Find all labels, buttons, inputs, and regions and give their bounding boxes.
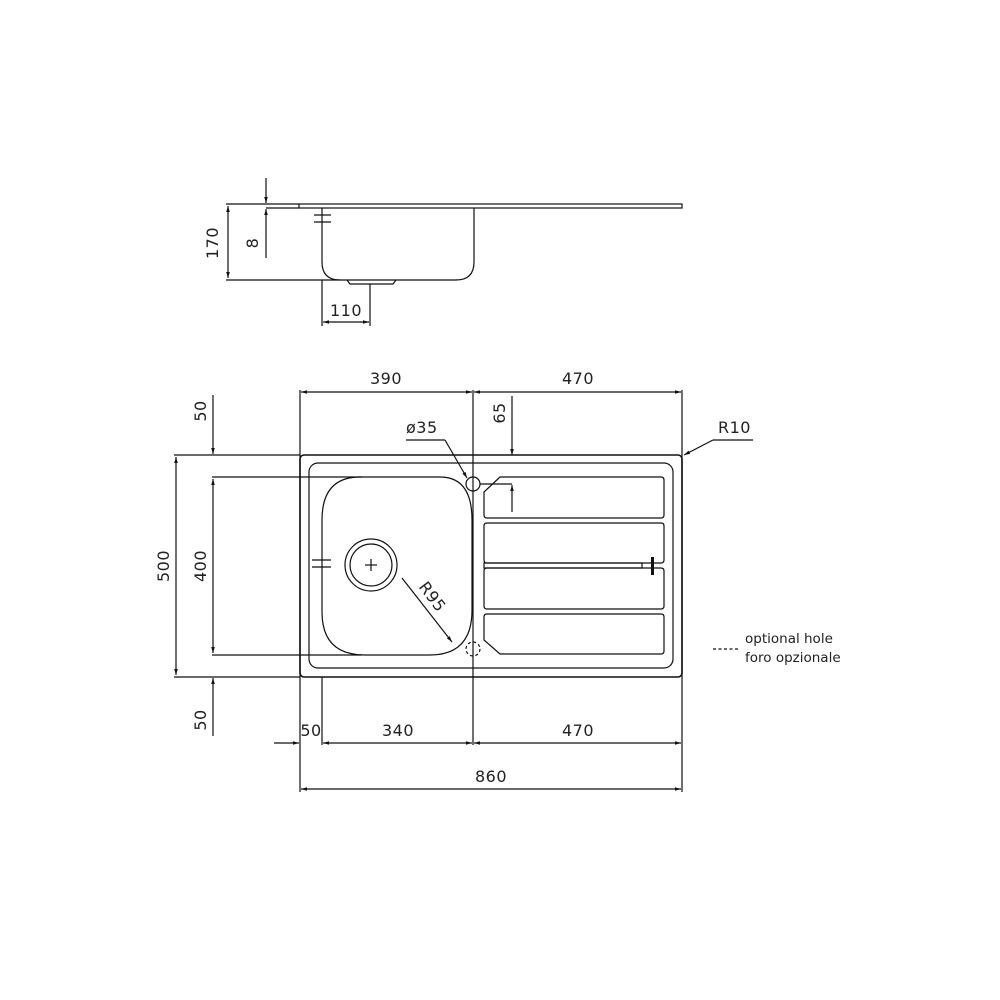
dim-top-left: 390 [370, 369, 402, 388]
drainer-rib-1 [483, 476, 665, 519]
dim-top-margin: 50 [191, 400, 210, 421]
dim-drain-width: 110 [330, 301, 362, 320]
drainer-rib-2 [483, 522, 665, 564]
dim-corner-radius: R10 [718, 418, 751, 437]
legend-en: optional hole [745, 631, 833, 647]
dim-bowl-depth: 400 [191, 550, 210, 582]
dim-tap-hole-diameter: ø35 [406, 418, 438, 437]
dim-rim-thickness: 8 [243, 238, 262, 249]
top-view: 390 470 ø35 65 R10 R95 500 400 50 50 [154, 369, 753, 792]
dim-drainer-width: 470 [562, 721, 594, 740]
drain-outlet [346, 279, 397, 285]
bowl-profile [321, 208, 475, 281]
dim-top-right: 470 [562, 369, 594, 388]
dim-tap-hole-offset: 65 [490, 402, 509, 423]
drain-outer [344, 538, 398, 592]
center-slot [483, 562, 643, 569]
dim-left-margin: 50 [300, 721, 321, 740]
drainer-rib-4 [483, 613, 665, 655]
dim-side-height: 170 [203, 227, 222, 259]
dim-bowl-width: 340 [382, 721, 414, 740]
drainer-rib-3 [483, 567, 665, 610]
dim-overall-width: 860 [475, 767, 507, 786]
dim-bowl-radius: R95 [415, 578, 450, 616]
legend-it: foro opzionale [745, 650, 841, 666]
rim-plate [298, 203, 683, 209]
dim-overall-depth: 500 [154, 550, 173, 582]
logo-mark [651, 557, 654, 575]
legend: optional hole foro opzionale [713, 631, 841, 666]
drain-inner [349, 543, 393, 587]
optional-tap-hole [465, 641, 481, 657]
inner-lip [308, 462, 674, 669]
bowl [321, 476, 473, 656]
side-view: 170 8 110 [203, 178, 683, 326]
dim-bottom-margin: 50 [191, 709, 210, 730]
sink-outline [299, 454, 683, 678]
